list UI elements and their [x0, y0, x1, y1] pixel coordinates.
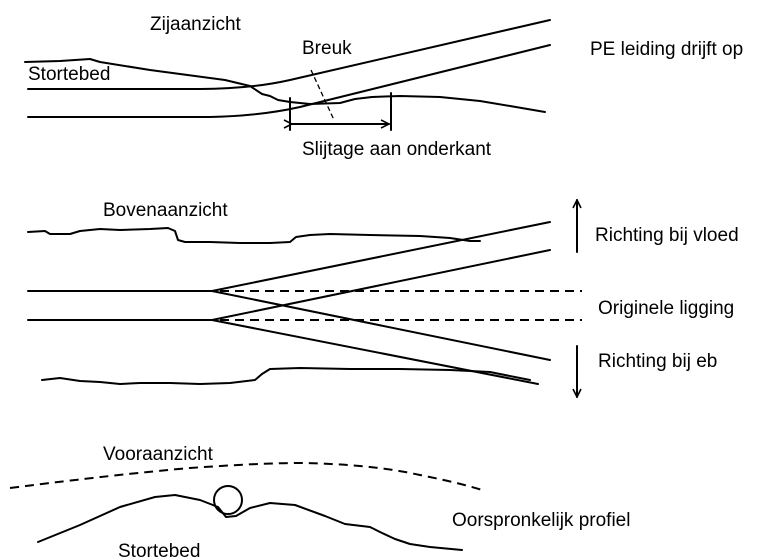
break-label: Breuk	[302, 38, 352, 59]
front-view: Vooraanzicht Oorspronkelijk profiel Stor…	[9, 444, 630, 560]
flood-direction-label: Richting bij vloed	[595, 225, 739, 246]
pipe-top-line	[27, 19, 551, 90]
side-view-bed-label: Stortebed	[28, 64, 110, 85]
flood-pipe-line-a	[211, 221, 551, 292]
pipe-floats-label: PE leiding drijft op	[590, 39, 743, 60]
original-profile-label: Oorspronkelijk profiel	[452, 510, 630, 531]
upper-bank-line	[27, 227, 481, 244]
lower-bank-line	[41, 367, 531, 385]
bed-profile-line	[37, 494, 463, 551]
top-view: Bovenaanzicht Richting bij vloed Origine…	[27, 199, 739, 398]
ebb-pipe-line-b	[211, 319, 539, 385]
break-line	[310, 69, 335, 121]
side-view: Zijaanzicht Stortebed Breuk PE leiding d…	[24, 14, 743, 160]
side-view-title: Zijaanzicht	[150, 14, 242, 35]
original-profile-line	[9, 461, 483, 491]
original-position-label: Originele ligging	[598, 298, 734, 319]
front-view-title: Vooraanzicht	[103, 444, 214, 465]
ebb-direction-label: Richting bij eb	[598, 351, 717, 372]
front-view-bed-label: Stortebed	[118, 541, 200, 560]
pipe-cross-section	[213, 485, 243, 515]
wear-label: Slijtage aan onderkant	[302, 139, 492, 160]
ebb-pipe-line-a	[211, 290, 551, 361]
pipe-bottom-line	[27, 44, 551, 118]
flood-pipe-line-b	[211, 249, 551, 321]
top-view-title: Bovenaanzicht	[103, 200, 228, 221]
side-bed-surface	[24, 58, 546, 113]
